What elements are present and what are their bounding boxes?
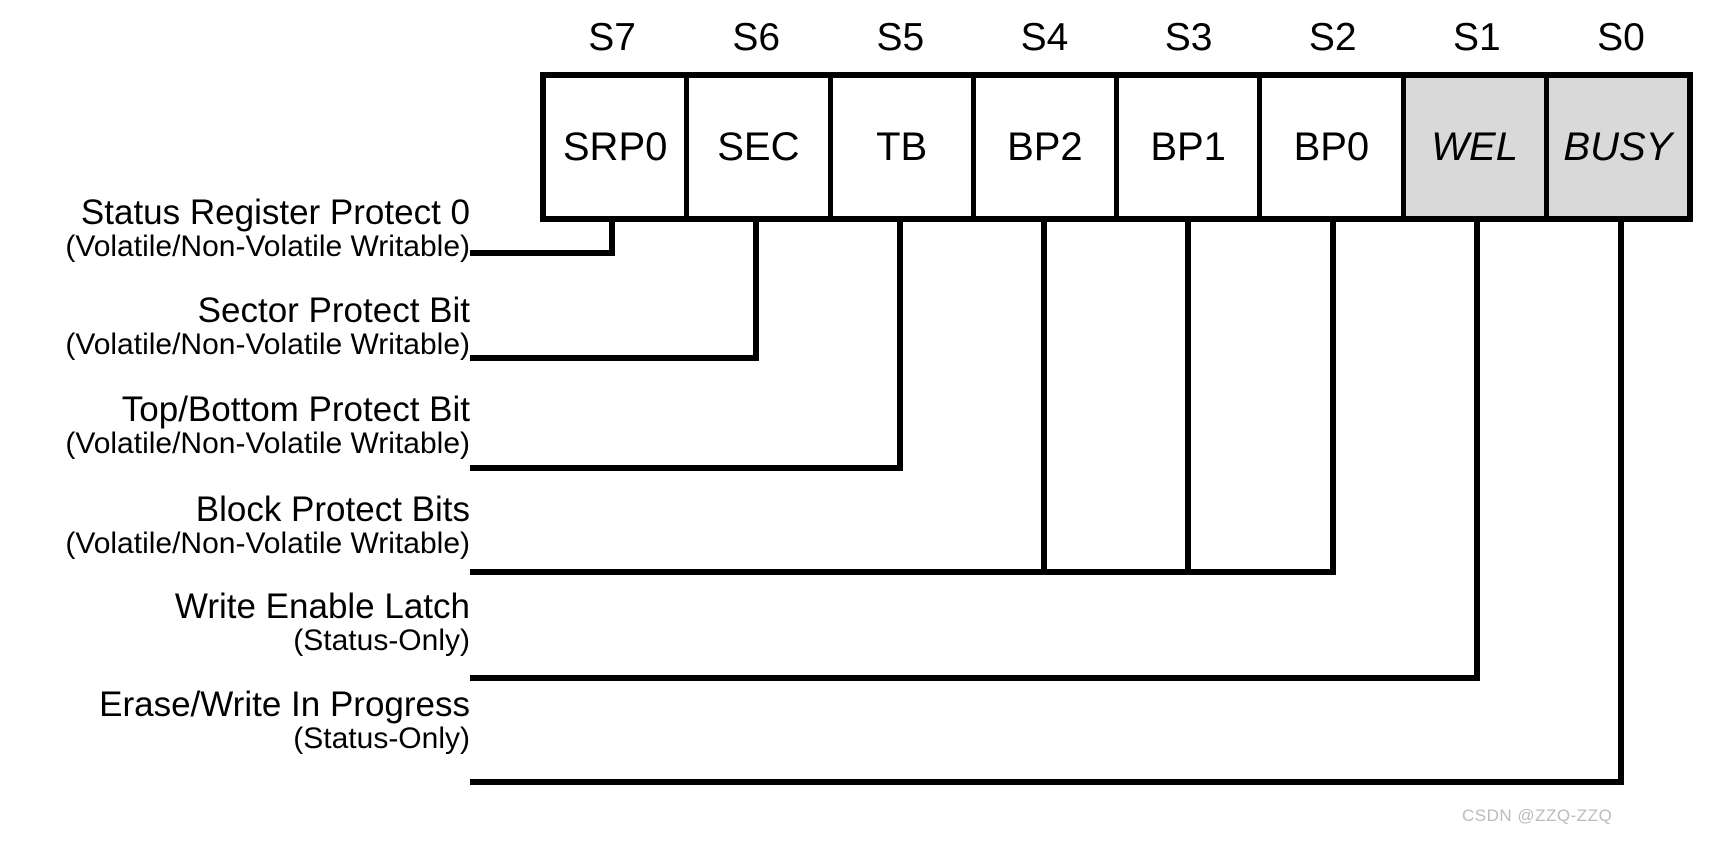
description-srp0-title: Status Register Protect 0 [80,193,470,232]
description-wel-subtitle: (Status-Only) [293,624,470,658]
register-cell-srp0: SRP0 [546,78,690,216]
bit-index-s3: S3 [1164,16,1213,59]
description-tb-title: Top/Bottom Protect Bit [121,390,470,429]
leader-vertical-wel [1474,222,1480,681]
bit-index-s7: S7 [588,16,636,59]
register-cell-bp0: BP0 [1262,78,1406,216]
description-wel: Write Enable Latch (Status-Only) [175,588,470,657]
leader-vertical-bp0 [1330,222,1336,575]
bit-index-s0: S0 [1597,16,1645,59]
bit-index-s4: S4 [1020,16,1069,59]
register-cell-bp1: BP1 [1119,78,1263,216]
bit-index-s6: S6 [732,16,781,59]
bit-index-row: S7 S6 S5 S4 S3 S2 S1 S0 [540,14,1693,62]
leader-vertical-busy [1618,222,1624,785]
leader-horizontal-tb [470,465,903,471]
description-tb: Top/Bottom Protect Bit (Volatile/Non-Vol… [65,391,470,460]
description-block-protect-subtitle: (Volatile/Non-Volatile Writable) [65,527,470,561]
description-tb-subtitle: (Volatile/Non-Volatile Writable) [65,427,470,461]
description-busy-title: Erase/Write In Progress [99,685,470,724]
description-sec-subtitle: (Volatile/Non-Volatile Writable) [65,328,470,362]
bit-index-s1: S1 [1452,16,1501,59]
register-cell-bp2: BP2 [975,78,1119,216]
leader-horizontal-wel [470,675,1480,681]
leader-horizontal-srp0 [470,250,615,256]
register-cell-wel: WEL [1405,78,1549,216]
description-srp0: Status Register Protect 0 (Volatile/Non-… [65,194,470,263]
watermark: CSDN @ZZQ-ZZQ [1462,806,1613,825]
description-wel-title: Write Enable Latch [174,587,470,626]
leader-vertical-bp2 [1041,222,1047,575]
register-cell-sec: SEC [689,78,833,216]
register-cell-tb: TB [832,78,976,216]
leader-horizontal-block-protect [470,569,1336,575]
bit-index-s2: S2 [1308,16,1357,59]
description-block-protect: Block Protect Bits (Volatile/Non-Volatil… [65,491,470,560]
description-sec-title: Sector Protect Bit [197,291,470,330]
description-busy: Erase/Write In Progress (Status-Only) [99,686,470,755]
leader-vertical-sec [753,222,759,361]
register-cell-busy: BUSY [1548,78,1687,216]
description-block-protect-title: Block Protect Bits [195,490,470,529]
description-busy-subtitle: (Status-Only) [293,722,470,756]
leader-vertical-srp0 [609,222,615,256]
register-bit-table: SRP0 SEC TB BP2 BP1 BP0 WEL BUSY [540,72,1693,222]
bit-index-s5: S5 [876,16,925,59]
description-sec: Sector Protect Bit (Volatile/Non-Volatil… [65,292,470,361]
leader-horizontal-busy [470,779,1624,785]
leader-horizontal-sec [470,355,759,361]
description-srp0-subtitle: (Volatile/Non-Volatile Writable) [65,230,470,264]
leader-vertical-bp1 [1185,222,1191,575]
leader-vertical-tb [897,222,903,471]
